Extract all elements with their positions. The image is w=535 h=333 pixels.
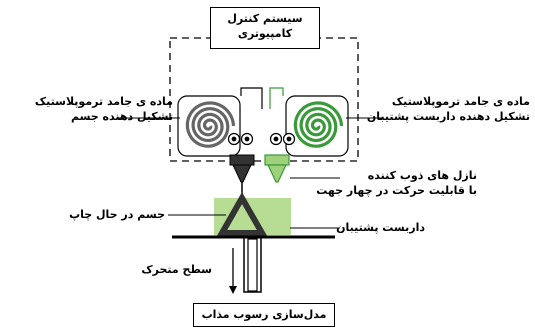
control-system-line2: کامپیوتری bbox=[237, 27, 293, 40]
piston-rod bbox=[247, 238, 258, 292]
support-scaffold-label: داربست پشتیبان bbox=[336, 221, 425, 234]
support-spiral bbox=[293, 101, 344, 148]
printed-object bbox=[216, 191, 268, 236]
model-spiral bbox=[185, 101, 236, 148]
caption-box: مدل‌سازی رسوب مذاب bbox=[193, 303, 335, 327]
nozzles-line2: با قابلیت حرکت در چهار جهت bbox=[316, 184, 477, 197]
support-material-line2: تشکیل دهنده داربست پشتیبان bbox=[366, 110, 530, 123]
support-nozzle bbox=[264, 154, 290, 183]
support-material-line1: ماده ی جامد ترموپلاستیک bbox=[391, 95, 530, 108]
arrow-head-icon bbox=[229, 286, 237, 294]
model-material-label: ماده ی جامد ترموپلاستیک تشکیل دهنده جسم bbox=[35, 94, 173, 124]
moving-platform-label: سطح متحرک bbox=[141, 263, 212, 276]
model-material-line2: تشکیل دهنده جسم bbox=[70, 110, 173, 123]
drive-rollers bbox=[227, 132, 296, 146]
model-nozzle bbox=[229, 154, 255, 196]
platform-piston bbox=[243, 237, 262, 293]
nozzles-label: نازل های ذوب کننده با قابلیت حرکت در چها… bbox=[316, 168, 477, 198]
support-material-label: ماده ی جامد ترموپلاستیک تشکیل دهنده دارب… bbox=[367, 94, 530, 124]
control-system-line1: سیستم کنترل bbox=[227, 12, 303, 25]
model-material-line1: ماده ی جامد ترموپلاستیک bbox=[34, 95, 173, 108]
caption-text: مدل‌سازی رسوب مذاب bbox=[201, 308, 327, 321]
model-filament-line bbox=[240, 87, 263, 109]
control-system-box: سیستم کنترل کامپیوتری bbox=[210, 7, 320, 49]
support-filament-line bbox=[269, 87, 284, 109]
model-filament-spool bbox=[177, 95, 241, 157]
support-filament-spool bbox=[285, 95, 349, 157]
nozzles-line1: نازل های ذوب کننده bbox=[367, 169, 477, 182]
object-printing-label: جسم در حال چاپ bbox=[69, 208, 165, 221]
